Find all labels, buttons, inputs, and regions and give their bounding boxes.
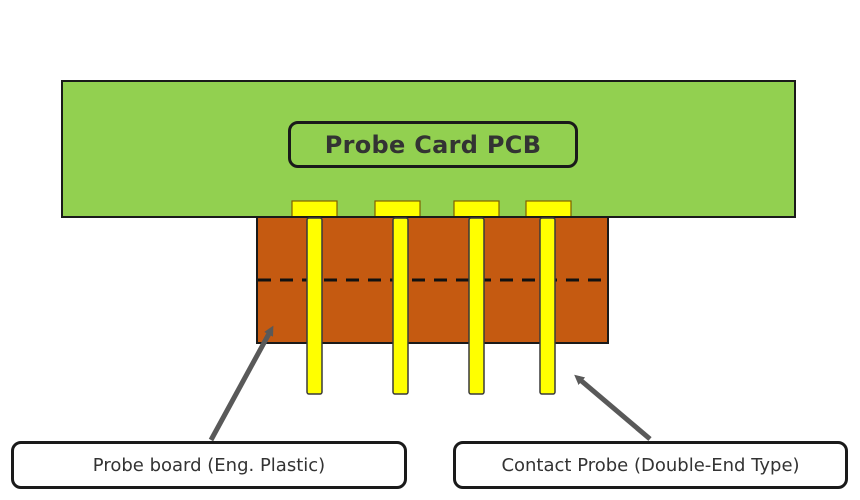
probe-callout-arrow	[574, 374, 652, 441]
contact-pad-1	[291, 200, 338, 218]
contact-pad-4	[525, 200, 572, 218]
contact-probe-3	[468, 217, 485, 395]
pcb-board	[61, 80, 796, 218]
contact-probe-2	[392, 217, 409, 395]
contact-pad-3	[453, 200, 500, 218]
contact-probe-caption: Contact Probe (Double-End Type)	[453, 441, 848, 489]
probe-board-caption: Probe board (Eng. Plastic)	[11, 441, 407, 489]
board-callout-arrow	[208, 325, 274, 442]
contact-probe-1	[306, 217, 323, 395]
pcb-label: Probe Card PCB	[288, 121, 578, 168]
contact-probe-4	[539, 217, 556, 395]
contact-pad-2	[374, 200, 421, 218]
